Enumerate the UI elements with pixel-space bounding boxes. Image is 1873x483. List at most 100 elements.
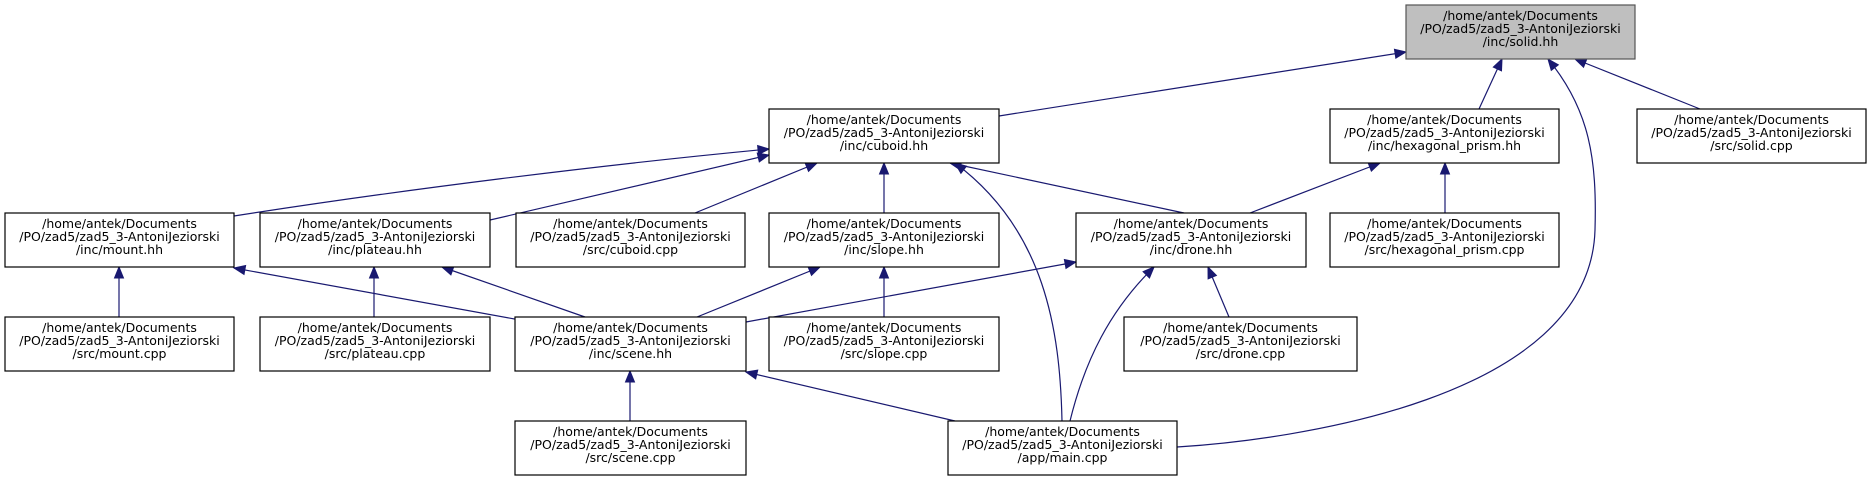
node-solid-hh-label-line-1: /home/antek/Documents [1443,8,1598,23]
edge-drone-hh-to-hexagonal-prism-hh-arrowhead [1367,162,1382,173]
node-cuboid-hh[interactable]: /home/antek/Documents/PO/zad5/zad5_3-Ant… [768,108,1000,164]
node-drone-hh-label-line-2: /PO/zad5/zad5_3-AntoniJeziorski [1091,229,1292,244]
node-slope-cpp-box[interactable] [768,316,1000,372]
edge-main-cpp-to-solid-hh-line [1176,58,1596,448]
node-scene-cpp[interactable]: /home/antek/Documents/PO/zad5/zad5_3-Ant… [514,420,747,476]
node-cuboid-hh-box[interactable] [768,108,1000,164]
edge-scene-hh-to-plateau-hh [440,265,586,318]
node-slope-hh-box[interactable] [768,212,1000,268]
node-cuboid-cpp-label-line-1: /home/antek/Documents [553,216,708,231]
edge-scene-hh-to-plateau-hh-line [441,266,586,318]
edge-mount-cpp-to-mount-hh-arrowhead [113,265,125,279]
node-cuboid-cpp-box[interactable] [515,212,746,268]
edge-cuboid-cpp-to-cuboid-hh-line [694,162,818,214]
edge-scene-hh-to-slope-hh-arrowhead [807,266,822,277]
node-plateau-hh-label-line-1: /home/antek/Documents [298,216,453,231]
node-mount-hh-box[interactable] [4,212,235,268]
node-solid-cpp-box[interactable] [1636,108,1867,164]
node-cuboid-hh-label-line-1: /home/antek/Documents [807,112,962,127]
node-solid-hh-label-line-2: /PO/zad5/zad5_3-AntoniJeziorski [1420,21,1621,36]
node-cuboid-hh-label-line-3: /inc/cuboid.hh [840,138,928,153]
node-solid-hh-label-line-3: /inc/solid.hh [1483,34,1559,49]
node-hexagonal-prism-hh-box[interactable] [1329,108,1560,164]
node-plateau-hh-label-line-2: /PO/zad5/zad5_3-AntoniJeziorski [275,229,476,244]
node-slope-hh-label-line-1: /home/antek/Documents [807,216,962,231]
edge-main-cpp-to-scene-hh-line [745,371,956,422]
node-solid-cpp[interactable]: /home/antek/Documents/PO/zad5/zad5_3-Ant… [1636,108,1867,164]
node-hexagonal-prism-hh[interactable]: /home/antek/Documents/PO/zad5/zad5_3-Ant… [1329,108,1560,164]
node-scene-hh-box[interactable] [514,316,747,372]
node-slope-hh[interactable]: /home/antek/Documents/PO/zad5/zad5_3-Ant… [768,212,1000,268]
edge-hexagonal-prism-hh-to-solid-hh [1478,57,1503,110]
node-hexagonal-prism-cpp-label-line-2: /PO/zad5/zad5_3-AntoniJeziorski [1344,229,1545,244]
node-scene-cpp-label-line-1: /home/antek/Documents [553,424,708,439]
node-solid-hh-box[interactable] [1405,4,1636,60]
node-drone-hh-label-line-3: /inc/drone.hh [1150,242,1233,257]
edge-plateau-hh-to-cuboid-hh-line [489,154,770,221]
node-drone-cpp-box[interactable] [1123,316,1358,372]
edge-scene-hh-to-slope-hh-line [696,266,821,318]
edge-drone-hh-to-cuboid-hh-line [949,162,1185,214]
node-scene-cpp-label-line-2: /PO/zad5/zad5_3-AntoniJeziorski [530,437,731,452]
node-cuboid-cpp-label-line-2: /PO/zad5/zad5_3-AntoniJeziorski [530,229,731,244]
node-mount-cpp-box[interactable] [4,316,235,372]
node-main-cpp-label-line-1: /home/antek/Documents [985,424,1140,439]
edge-drone-cpp-to-drone-hh [1207,265,1230,318]
node-hexagonal-prism-hh-label-line-3: /inc/hexagonal_prism.hh [1368,138,1521,153]
node-plateau-cpp-label-line-1: /home/antek/Documents [298,320,453,335]
node-plateau-hh-box[interactable] [259,212,491,268]
edge-plateau-hh-to-cuboid-hh-arrowhead [756,152,771,163]
node-scene-hh[interactable]: /home/antek/Documents/PO/zad5/zad5_3-Ant… [514,316,747,372]
edge-slope-cpp-to-slope-hh [878,265,890,317]
node-plateau-cpp[interactable]: /home/antek/Documents/PO/zad5/zad5_3-Ant… [259,316,491,372]
node-mount-cpp-label-line-1: /home/antek/Documents [42,320,197,335]
node-plateau-hh-label-line-3: /inc/plateau.hh [328,242,422,257]
node-main-cpp-label-line-3: /app/main.cpp [1018,450,1108,465]
node-mount-hh-label-line-2: /PO/zad5/zad5_3-AntoniJeziorski [19,229,220,244]
node-mount-hh[interactable]: /home/antek/Documents/PO/zad5/zad5_3-Ant… [4,212,235,268]
node-mount-cpp-label-line-3: /src/mount.cpp [73,346,167,361]
node-hexagonal-prism-cpp[interactable]: /home/antek/Documents/PO/zad5/zad5_3-Ant… [1329,212,1560,268]
node-plateau-hh[interactable]: /home/antek/Documents/PO/zad5/zad5_3-Ant… [259,212,491,268]
node-main-cpp-box[interactable] [947,420,1178,476]
node-solid-hh[interactable]: /home/antek/Documents/PO/zad5/zad5_3-Ant… [1405,4,1636,60]
node-mount-hh-label-line-1: /home/antek/Documents [42,216,197,231]
node-drone-cpp[interactable]: /home/antek/Documents/PO/zad5/zad5_3-Ant… [1123,316,1358,372]
edge-scene-hh-to-slope-hh [696,266,822,318]
node-cuboid-cpp[interactable]: /home/antek/Documents/PO/zad5/zad5_3-Ant… [515,212,746,268]
node-drone-hh[interactable]: /home/antek/Documents/PO/zad5/zad5_3-Ant… [1075,212,1307,268]
node-mount-cpp[interactable]: /home/antek/Documents/PO/zad5/zad5_3-Ant… [4,316,235,372]
edge-plateau-hh-to-cuboid-hh [489,152,771,221]
node-plateau-cpp-box[interactable] [259,316,491,372]
node-slope-cpp-label-line-3: /src/slope.cpp [841,346,928,361]
node-hexagonal-prism-cpp-box[interactable] [1329,212,1560,268]
edge-slope-cpp-to-slope-hh-arrowhead [878,265,890,279]
node-hexagonal-prism-hh-label-line-1: /home/antek/Documents [1367,112,1522,127]
node-scene-hh-label-line-1: /home/antek/Documents [553,320,708,335]
node-slope-cpp[interactable]: /home/antek/Documents/PO/zad5/zad5_3-Ant… [768,316,1000,372]
node-mount-cpp-label-line-2: /PO/zad5/zad5_3-AntoniJeziorski [19,333,220,348]
edge-drone-hh-to-cuboid-hh [948,160,1185,214]
edge-cuboid-hh-to-solid-hh-line [998,51,1407,117]
edge-scene-hh-to-mount-hh-arrowhead [232,264,247,276]
node-cuboid-hh-label-line-2: /PO/zad5/zad5_3-AntoniJeziorski [784,125,985,140]
node-scene-cpp-label-line-3: /src/scene.cpp [585,450,675,465]
node-slope-cpp-label-line-1: /home/antek/Documents [807,320,962,335]
node-slope-hh-label-line-2: /PO/zad5/zad5_3-AntoniJeziorski [784,229,985,244]
node-plateau-cpp-label-line-2: /PO/zad5/zad5_3-AntoniJeziorski [275,333,476,348]
node-drone-hh-box[interactable] [1075,212,1307,268]
edge-cuboid-cpp-to-cuboid-hh [694,162,819,214]
node-scene-hh-label-line-2: /PO/zad5/zad5_3-AntoniJeziorski [530,333,731,348]
edge-slope-hh-to-cuboid-hh-arrowhead [878,161,890,175]
edges-layer [113,48,1701,448]
node-main-cpp[interactable]: /home/antek/Documents/PO/zad5/zad5_3-Ant… [947,420,1178,476]
edge-scene-cpp-to-scene-hh [624,369,636,421]
edge-scene-hh-to-drone-hh [745,258,1078,323]
edge-plateau-cpp-to-plateau-hh [368,265,380,317]
edge-main-cpp-to-drone-hh-line [1069,266,1155,422]
edge-main-cpp-to-solid-hh-arrowhead [1547,57,1560,72]
edge-solid-cpp-to-solid-hh-arrowhead [1573,58,1588,69]
node-scene-hh-label-line-3: /inc/scene.hh [589,346,672,361]
edge-cuboid-hh-to-solid-hh [998,48,1408,117]
node-scene-cpp-box[interactable] [514,420,747,476]
